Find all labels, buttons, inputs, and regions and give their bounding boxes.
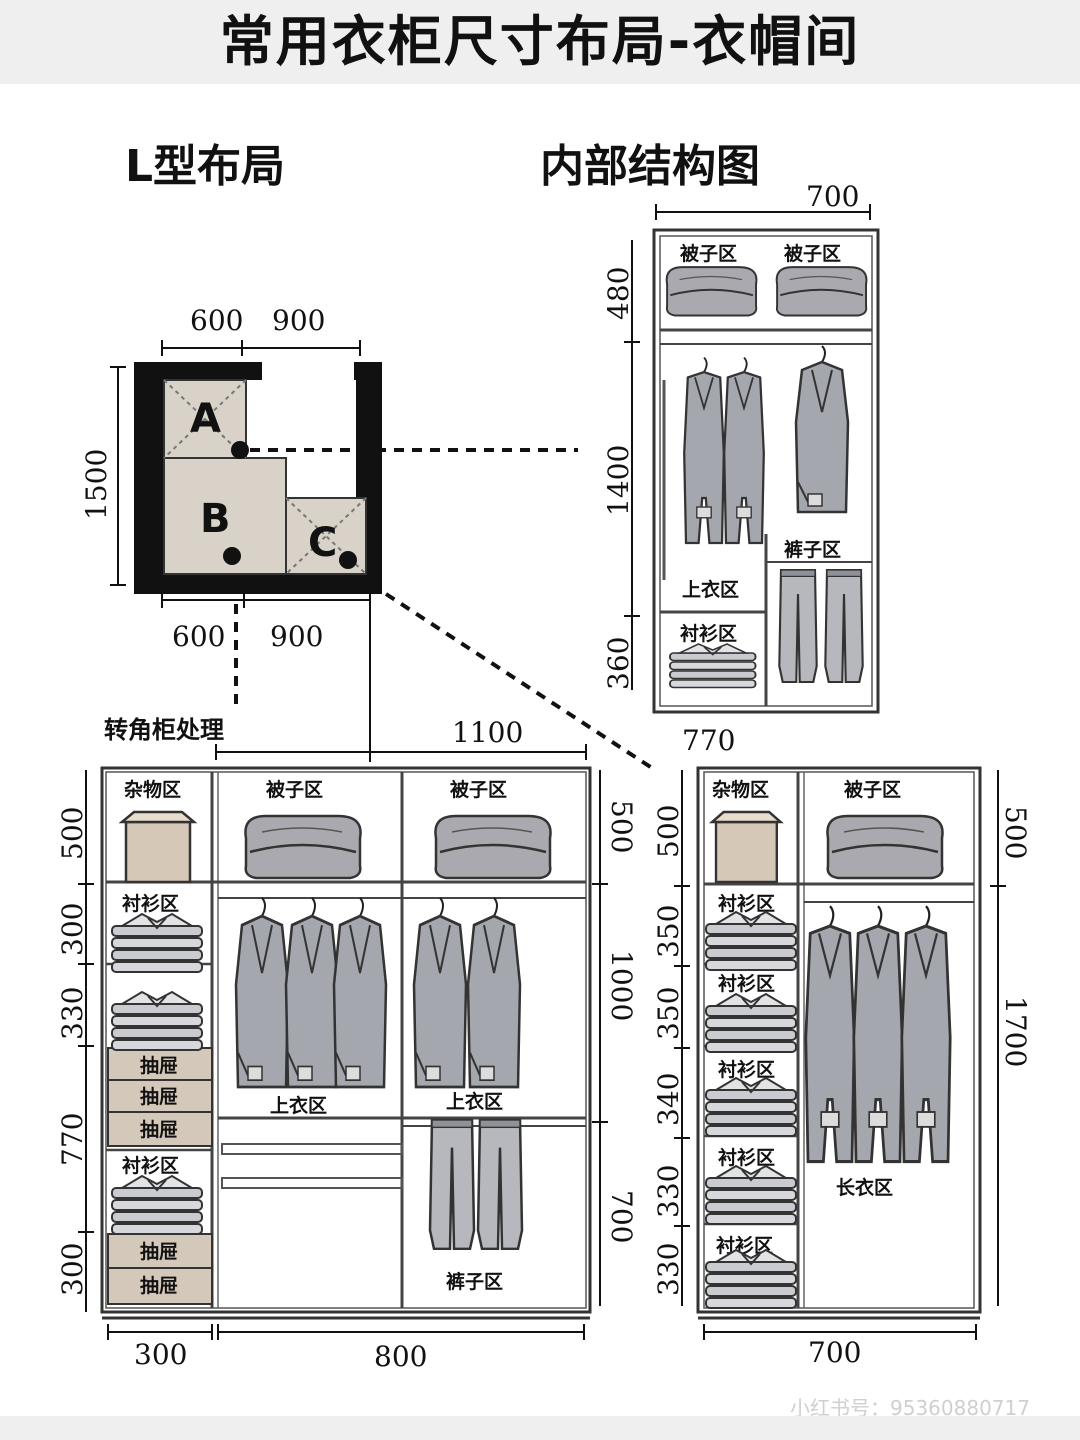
plan-side-dimension-line xyxy=(110,366,126,586)
cab1-height-360: 360 xyxy=(602,637,635,690)
title-banner xyxy=(0,0,1080,84)
cab2-left-h-330: 330 xyxy=(56,987,89,1040)
cab1-height-1400: 1400 xyxy=(602,445,635,516)
cab2-label-storage: 杂物区 xyxy=(124,778,181,801)
cab1-label-pants: 裤子区 xyxy=(784,538,841,561)
cab3-label-quilt: 被子区 xyxy=(844,778,901,801)
cab2-label-quilt-2: 被子区 xyxy=(450,778,507,801)
cab3-bottom-w-700: 700 xyxy=(808,1336,861,1369)
cab2-label-drawer-1: 抽屉 xyxy=(140,1054,178,1077)
cab2-width-1100: 1100 xyxy=(452,716,523,749)
plan-zone-a-label: A xyxy=(190,396,221,442)
cab2-label-shirts-2: 衬衫区 xyxy=(122,1154,179,1177)
cab3-left-h-330b: 330 xyxy=(652,1243,685,1296)
cab1-label-shirts: 衬衫区 xyxy=(680,622,737,645)
cab3-left-h-350a: 350 xyxy=(652,905,685,958)
heading-internal-structure: 内部结构图 xyxy=(540,141,760,192)
cab2-left-h-300b: 300 xyxy=(56,1243,89,1296)
cab3-label-shirts-1: 衬衫区 xyxy=(718,892,775,915)
plan-bottom-dim-900: 900 xyxy=(270,620,323,653)
heading-l-layout: L型布局 xyxy=(125,141,286,192)
cab3-label-shirts-4: 衬衫区 xyxy=(718,1146,775,1169)
cab3-label-shirts-3: 衬衫区 xyxy=(718,1058,775,1081)
cab3-left-h-330a: 330 xyxy=(652,1165,685,1218)
cab2-left-h-300: 300 xyxy=(56,903,89,956)
l-layout-floor-plan: 600 900 1500 600 900 A B C xyxy=(80,304,382,653)
cab2-label-quilt-1: 被子区 xyxy=(266,778,323,801)
cab3-left-h-340: 340 xyxy=(652,1073,685,1126)
cab3-left-h-500: 500 xyxy=(652,805,685,858)
cab3-right-h-1700: 1700 xyxy=(999,996,1032,1067)
plan-marker-c xyxy=(339,551,357,569)
cab1-label-quilt-2: 被子区 xyxy=(784,242,841,265)
cab2-label-jackets-1: 上衣区 xyxy=(270,1094,327,1117)
footer-bar xyxy=(0,1416,1080,1440)
cab2-left-h-770: 770 xyxy=(56,1113,89,1166)
cab2-label-shirts-1: 衬衫区 xyxy=(122,892,179,915)
cab2-label-drawer-2: 抽屉 xyxy=(140,1085,178,1108)
cab2-bottom-w-300: 300 xyxy=(134,1338,187,1371)
cab1-label-jackets: 上衣区 xyxy=(682,578,739,601)
cab2-left-h-500: 500 xyxy=(56,807,89,860)
page-title: 常用衣柜尺寸布局-衣帽间 xyxy=(219,10,861,73)
cabinet-corner: 1100 500 300 330 770 300 500 1000 700 xyxy=(56,716,638,1373)
cabinet-long-coat: 500 350 350 340 330 330 500 1700 杂物区 被子区… xyxy=(652,766,1032,1369)
plan-zone-c-label: C xyxy=(308,520,337,566)
cab1-label-quilt-1: 被子区 xyxy=(680,242,737,265)
cab2-label-pants: 裤子区 xyxy=(446,1270,503,1293)
cab2-label-drawer-4: 抽屉 xyxy=(140,1240,178,1263)
plan-side-dim-1500: 1500 xyxy=(80,449,113,520)
plan-zone-b-label: B xyxy=(200,496,231,542)
plan-top-dim-900: 900 xyxy=(272,304,325,337)
plan-bottom-dim-600: 600 xyxy=(172,620,225,653)
cab3-label-storage: 杂物区 xyxy=(712,778,769,801)
plan-top-dimension-line xyxy=(161,340,361,356)
cab3-right-h-500: 500 xyxy=(999,806,1032,859)
corner-cabinet-heading: 转角柜处理 xyxy=(104,716,224,744)
cab3-label-shirts-2: 衬衫区 xyxy=(718,972,775,995)
cab3-label-long-coats: 长衣区 xyxy=(836,1176,893,1199)
plan-marker-a xyxy=(231,441,249,459)
cab2-label-drawer-5: 抽屉 xyxy=(140,1274,178,1297)
cab1-width-700: 700 xyxy=(806,180,859,213)
cab2-right-h-700: 700 xyxy=(605,1190,638,1243)
cab3-left-h-350b: 350 xyxy=(652,987,685,1040)
cab2-right-h-1000: 1000 xyxy=(605,950,638,1021)
cabinet-internal-structure: 700 480 1400 360 被子区 被子区 裤子区 上衣区 衬衫区 770 xyxy=(602,180,880,757)
cab1-height-480: 480 xyxy=(602,267,635,320)
plan-bottom-dimension-line xyxy=(161,592,371,608)
cab2-label-jackets-2: 上衣区 xyxy=(446,1090,503,1113)
cab2-bottom-w-800: 800 xyxy=(374,1340,427,1373)
cab2-right-h-500: 500 xyxy=(605,800,638,853)
cab2-label-drawer-3: 抽屉 xyxy=(140,1118,178,1141)
cab3-label-shirts-5: 衬衫区 xyxy=(716,1234,773,1257)
cab1-bottom-width-770: 770 xyxy=(682,724,735,757)
plan-marker-b xyxy=(223,547,241,565)
connector-lines xyxy=(234,448,654,770)
plan-top-dim-600: 600 xyxy=(190,304,243,337)
